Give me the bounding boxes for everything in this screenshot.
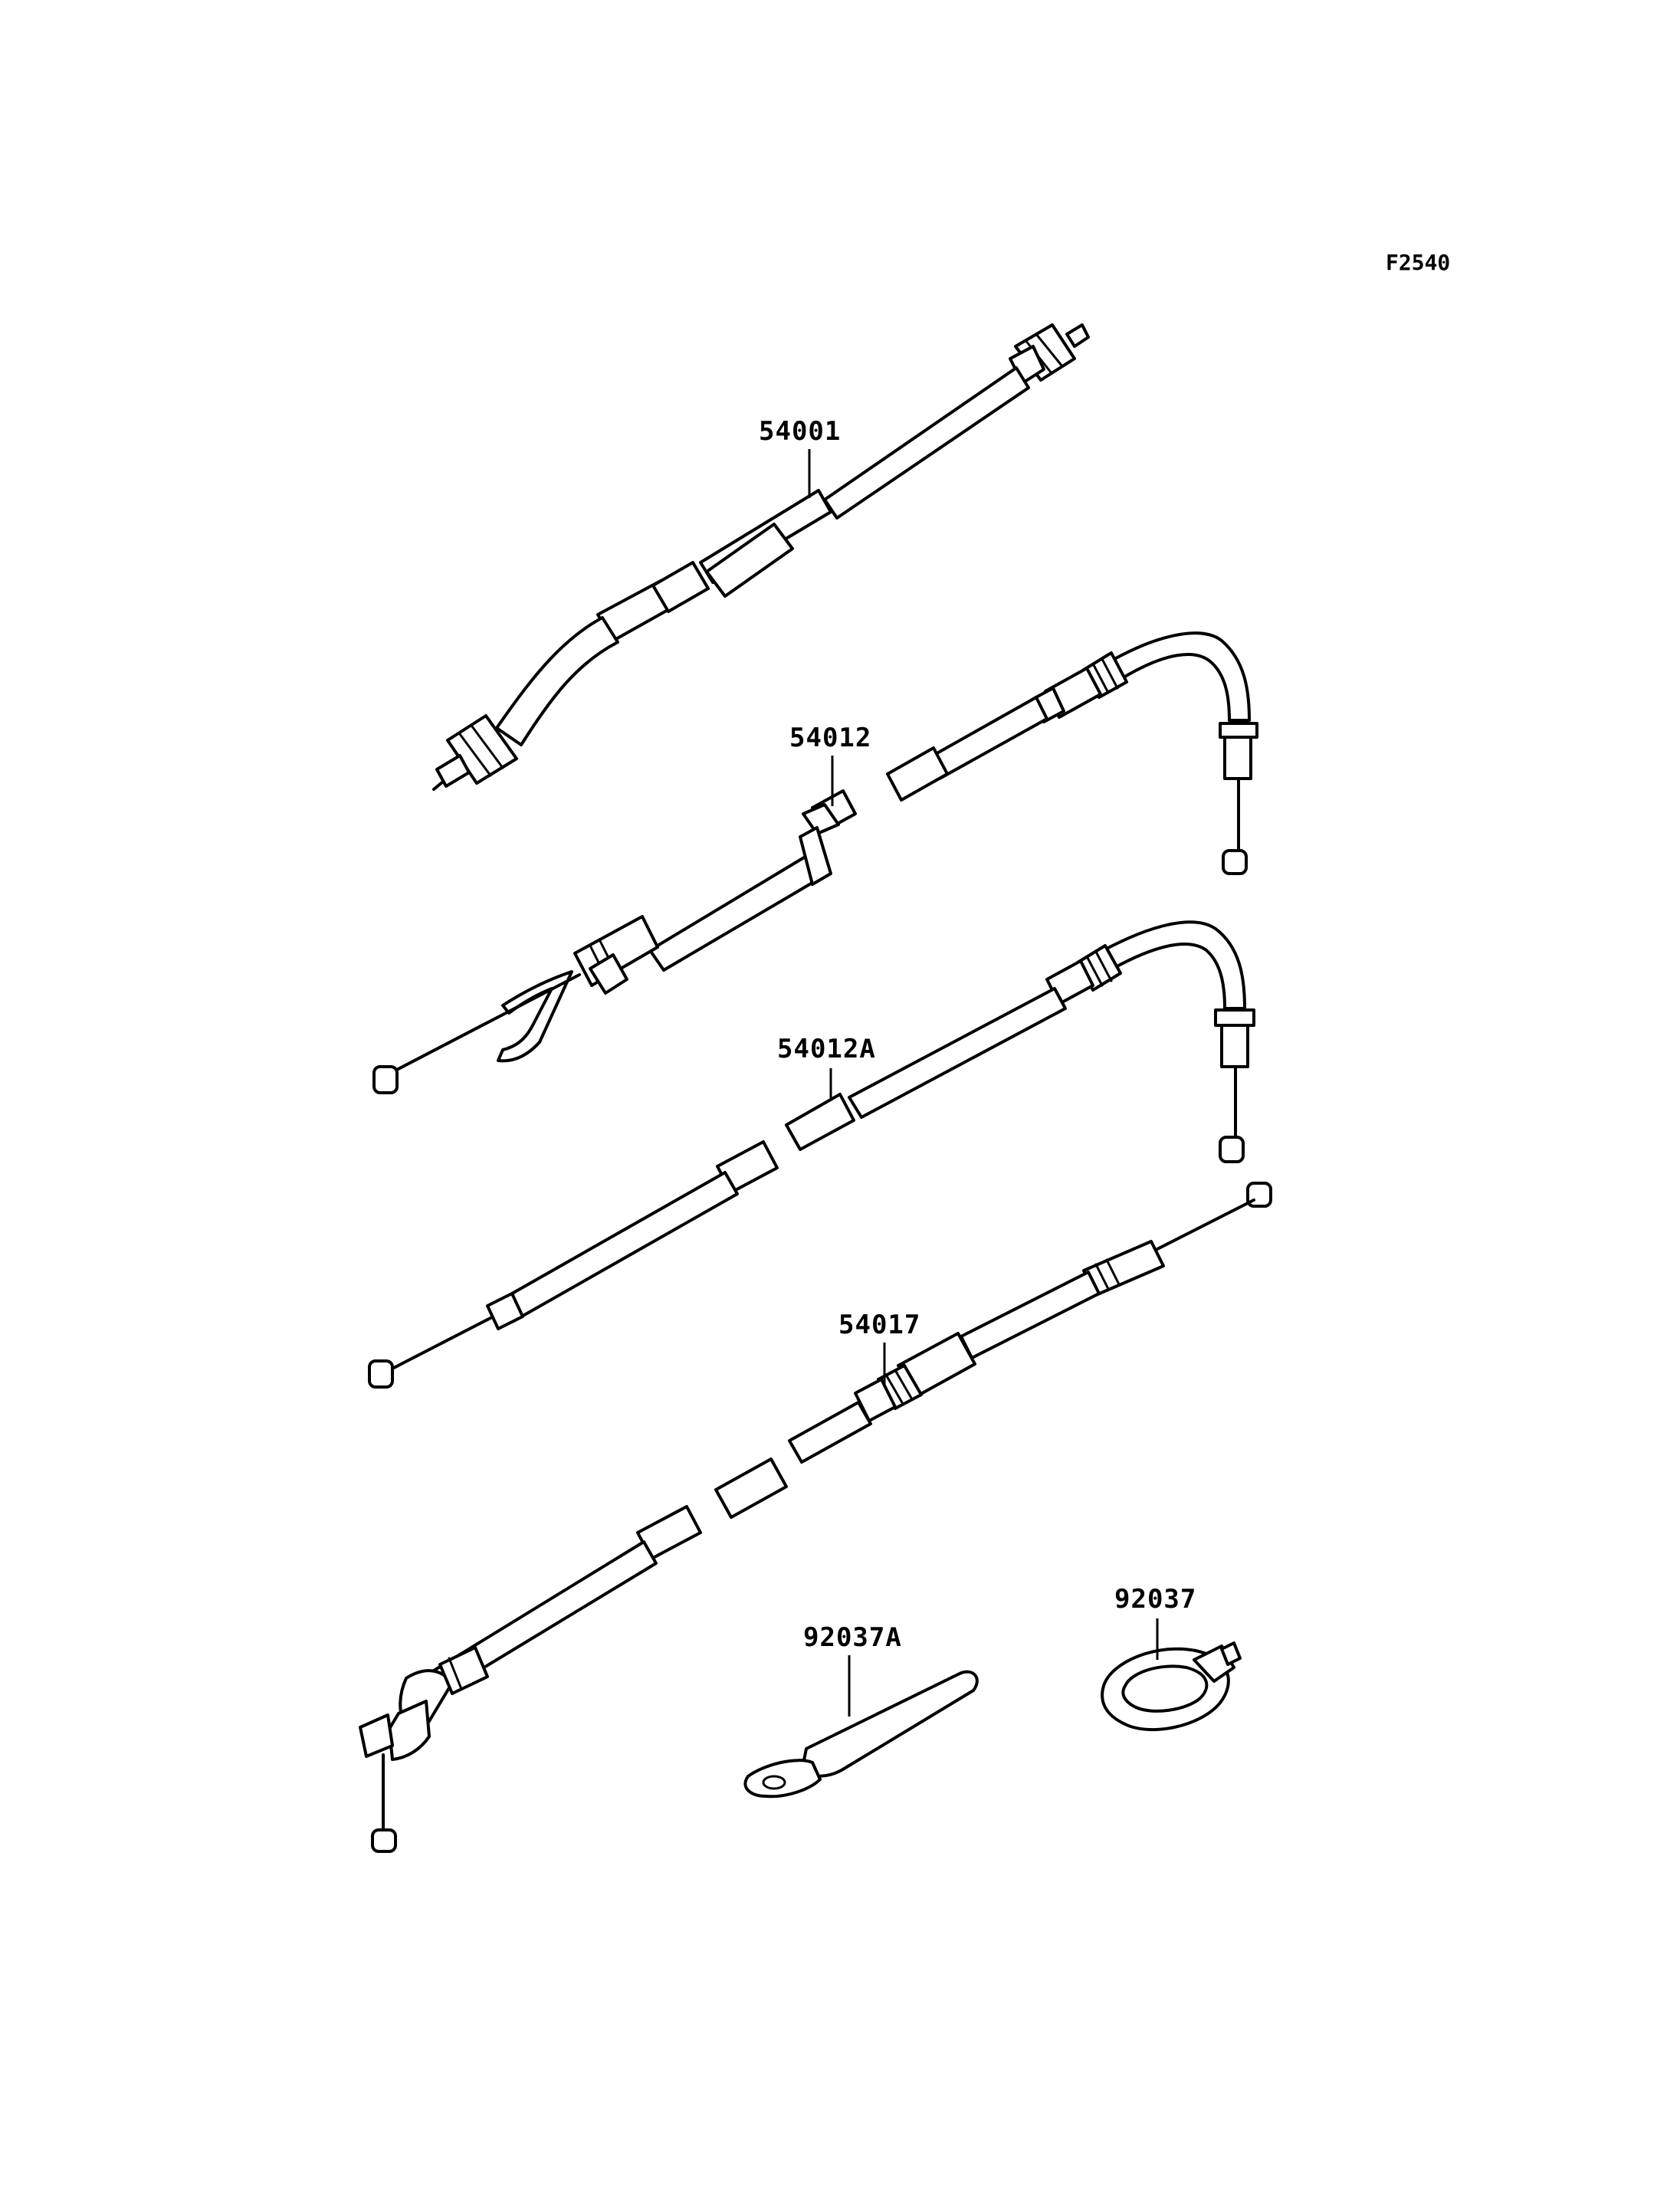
clutch-cable-lower-block [359, 1713, 394, 1758]
throttle-cable-adjuster [573, 915, 659, 995]
label-54001[interactable]: 54001 [759, 416, 841, 447]
throttle-cable-lower-end-barrel [372, 1065, 399, 1094]
clutch-cable-lower-end-barrel [371, 1828, 397, 1853]
cable-clamp-ring-bolt [1220, 1641, 1242, 1666]
throttle-cable-closing-upper-end-barrel [1219, 1136, 1245, 1163]
throttle-cable-upper-end-barrel [1222, 849, 1248, 875]
label-54017[interactable]: 54017 [838, 1310, 920, 1340]
speedometer-cable[interactable] [432, 323, 1090, 791]
label-92037A[interactable]: 92037A [803, 1622, 902, 1653]
clutch-cable-adjuster [854, 1332, 976, 1422]
figure-code: F2540 [1386, 250, 1450, 275]
label-54012A[interactable]: 54012A [777, 1034, 876, 1064]
cable-clamp-ring[interactable] [1101, 1641, 1242, 1732]
throttle-cable-opening[interactable] [372, 631, 1258, 1094]
label-92037[interactable]: 92037 [1114, 1584, 1196, 1615]
label-54012[interactable]: 54012 [789, 723, 871, 753]
throttle-cable-closing-lower-end-barrel [368, 1359, 394, 1389]
throttle-cable-closing[interactable] [368, 920, 1255, 1389]
clutch-cable[interactable] [359, 1182, 1272, 1853]
cable-clamp-strap[interactable] [743, 1670, 979, 1799]
